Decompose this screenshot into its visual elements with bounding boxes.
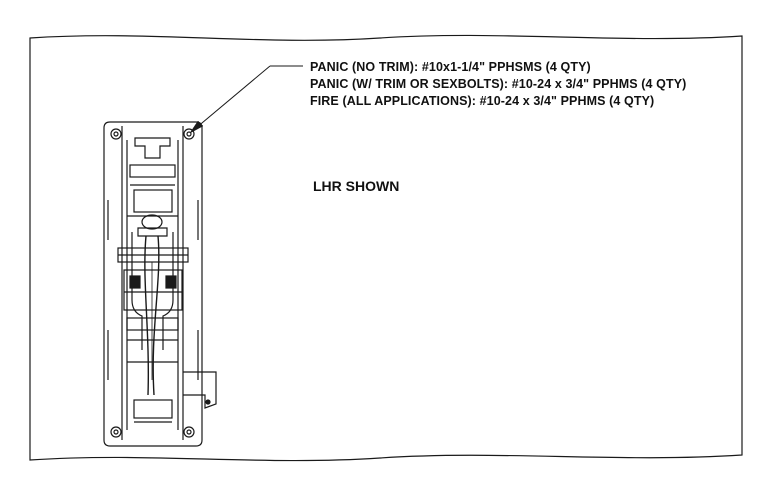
sheet-border (29, 34, 743, 462)
callout-line-fire: FIRE (ALL APPLICATIONS): #10-24 x 3/4" P… (310, 94, 655, 108)
callout-leader (189, 65, 303, 134)
exit-device-drawing (103, 121, 217, 447)
callout-line-panic-no-trim: PANIC (NO TRIM): #10x1-1/4" PPHSMS (4 QT… (310, 60, 591, 74)
callout-line-panic-with-trim: PANIC (W/ TRIM OR SEXBOLTS): #10-24 x 3/… (310, 77, 687, 91)
view-label: LHR SHOWN (313, 178, 400, 194)
